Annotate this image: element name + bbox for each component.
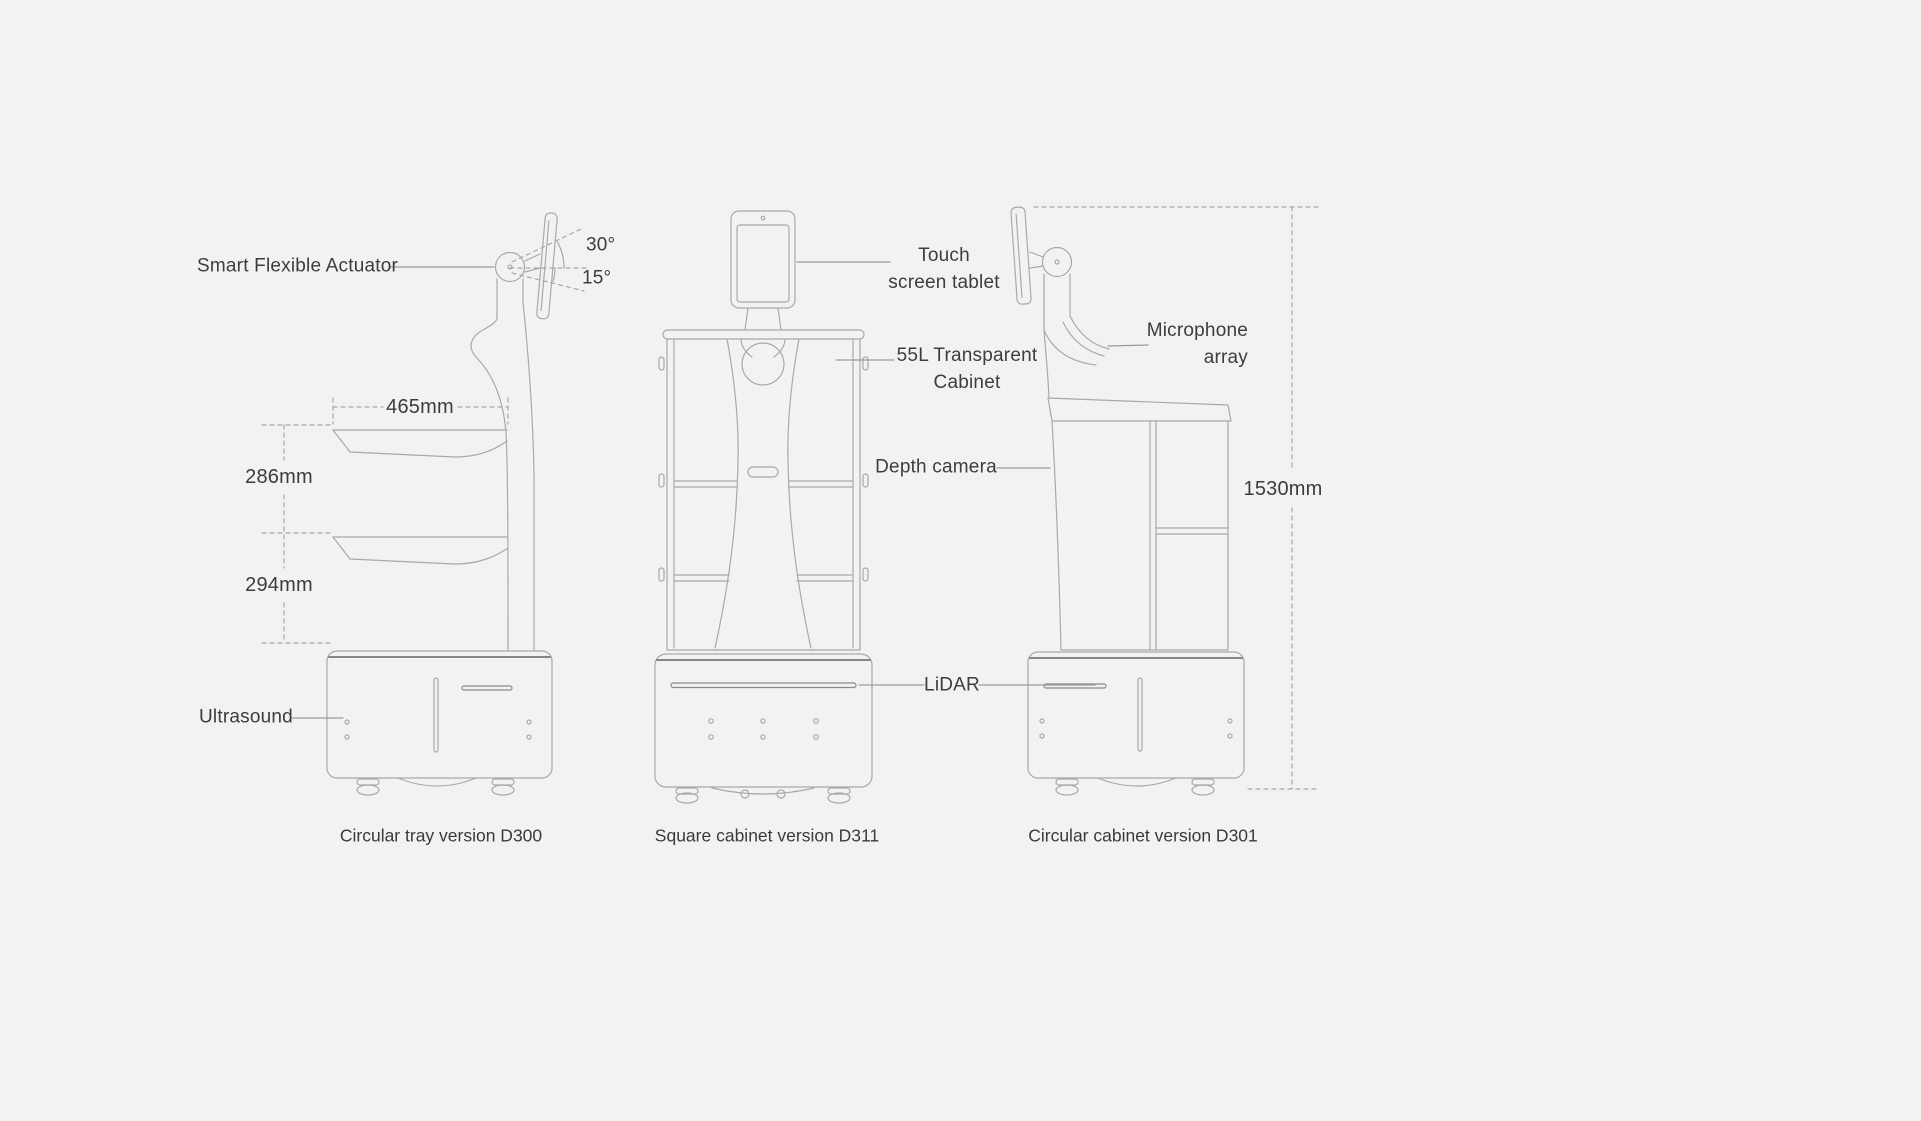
d301-top-slab xyxy=(1047,397,1232,422)
label-depth-camera: Depth camera xyxy=(875,456,997,478)
d301-ultrasound-dots xyxy=(1039,718,1233,739)
d300-spine-back xyxy=(522,301,535,651)
label-smart-flexible-actuator: Smart Flexible Actuator xyxy=(197,255,399,277)
d311-actuator-hole xyxy=(741,342,785,386)
label-overall-height: 1530mm xyxy=(1243,477,1323,500)
d301-base-slot xyxy=(1137,677,1143,752)
d300-tablet-mount xyxy=(524,253,541,273)
d301-post xyxy=(1043,273,1071,331)
d311-camera-dot xyxy=(760,215,766,221)
d311-hinge-tabs xyxy=(658,356,869,582)
d300-post xyxy=(496,278,524,319)
d300-angle-arc-upper xyxy=(556,241,565,269)
d311-handle xyxy=(747,466,779,478)
label-tilt-up-angle: 30° xyxy=(586,234,616,256)
d300-base-slot xyxy=(433,677,439,753)
robot-d311-drawing xyxy=(654,210,873,804)
d301-tablet-mount xyxy=(1029,251,1044,269)
label-touch-screen-tablet-line2: screen tablet xyxy=(888,272,1000,293)
d311-lidar-slot xyxy=(670,682,857,689)
label-tray-gap-lower: 294mm xyxy=(245,573,313,596)
d301-spine xyxy=(1043,329,1050,399)
robot-d301-drawing xyxy=(1010,206,1245,796)
label-touch-screen-tablet: Touch screen tablet xyxy=(888,243,999,297)
d311-center-tower xyxy=(714,338,812,649)
d300-actuator-hub xyxy=(507,264,513,270)
label-microphone-array-line2: array xyxy=(1203,347,1248,368)
caption-d301: Circular cabinet version D301 xyxy=(1028,825,1258,846)
label-tilt-down-angle: 15° xyxy=(582,267,612,289)
leader-microphone-array xyxy=(1107,344,1149,347)
d311-base xyxy=(654,653,873,788)
d311-ultrasound-dots xyxy=(708,718,819,740)
d300-angle-arc-lower xyxy=(552,267,556,283)
d300-tray-lower xyxy=(332,536,509,565)
d301-actuator-hub xyxy=(1054,259,1060,265)
d301-dimension-lines xyxy=(1033,206,1321,790)
d311-top-plate xyxy=(662,329,865,340)
d300-ultrasound-dots xyxy=(344,719,532,740)
d300-tray-upper xyxy=(332,429,508,458)
d301-microphone-array-band xyxy=(1043,315,1110,366)
caption-d311: Square cabinet version D311 xyxy=(654,825,880,846)
d300-base xyxy=(326,650,553,779)
d311-tablet xyxy=(730,210,796,309)
label-ultrasound: Ultrasound xyxy=(199,706,293,728)
d311-shelves xyxy=(673,480,854,582)
label-tray-gap-upper: 286mm xyxy=(245,465,313,488)
d300-dimension-lines xyxy=(261,227,587,644)
label-lidar: LiDAR xyxy=(924,674,980,696)
d300-wheels xyxy=(356,777,515,796)
d300-actuator-circle xyxy=(494,251,526,283)
label-tray-width: 465mm xyxy=(386,395,454,418)
label-transparent-cabinet-line2: Cabinet xyxy=(933,372,1001,393)
d300-tablet xyxy=(536,212,558,320)
label-microphone-array-line1: Microphone xyxy=(1146,320,1248,342)
d301-actuator-circle xyxy=(1041,246,1073,278)
d311-neck xyxy=(744,307,782,331)
label-microphone-array: Microphone array xyxy=(1147,318,1248,372)
d311-cabinet-frame xyxy=(666,338,861,651)
d300-lidar-slot xyxy=(461,685,513,691)
label-touch-screen-tablet-line1: Touch xyxy=(918,245,970,267)
leader-lines xyxy=(291,261,1149,719)
d301-base xyxy=(1027,651,1245,779)
label-transparent-cabinet: 55L Transparent Cabinet xyxy=(897,343,1038,397)
d300-spine-front xyxy=(470,317,509,651)
robot-d300-drawing xyxy=(326,212,558,796)
d301-tablet xyxy=(1010,206,1032,305)
d301-wheels xyxy=(1055,777,1215,796)
d301-cabinet-body xyxy=(1051,420,1229,651)
d311-wheels xyxy=(675,787,851,804)
caption-d300: Circular tray version D300 xyxy=(339,825,543,846)
d301-lidar-slot xyxy=(1043,683,1107,689)
label-transparent-cabinet-line1: 55L Transparent xyxy=(896,345,1038,367)
